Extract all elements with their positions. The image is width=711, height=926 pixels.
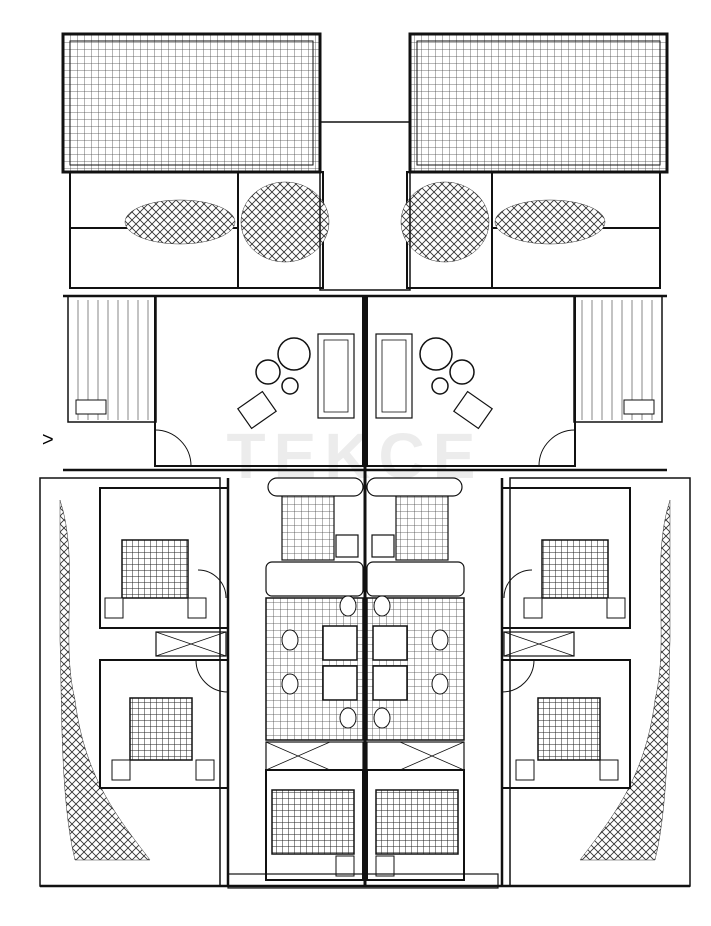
- central-court: [319, 121, 411, 291]
- double-bed: [129, 697, 193, 761]
- kitchen-island: [265, 561, 364, 597]
- right-unit: [365, 32, 691, 888]
- sofa: [317, 333, 355, 419]
- shower-tray: [322, 665, 358, 701]
- shrub: [59, 499, 151, 861]
- sink: [335, 534, 359, 558]
- toilet: [339, 595, 357, 617]
- armchair: [236, 390, 278, 430]
- double-bed: [271, 789, 355, 855]
- basin: [339, 707, 357, 729]
- table-round: [255, 359, 281, 385]
- shower-tray: [322, 625, 358, 661]
- front-wall: [227, 873, 499, 889]
- toilet: [281, 629, 299, 651]
- wardrobe: [155, 631, 227, 657]
- double-bed: [121, 539, 189, 599]
- bedroom: [265, 769, 364, 881]
- entrance-marker: >: [42, 429, 54, 451]
- left-unit: >: [39, 32, 365, 888]
- toilet: [281, 673, 299, 695]
- kitchen-floor: [281, 495, 335, 561]
- shrub: [240, 181, 330, 263]
- shrub: [124, 199, 236, 245]
- table-round: [277, 337, 311, 371]
- terrace-tiled: [61, 32, 322, 174]
- kitchen-counter: [267, 477, 364, 497]
- table-round: [281, 377, 299, 395]
- wardrobe: [265, 741, 364, 771]
